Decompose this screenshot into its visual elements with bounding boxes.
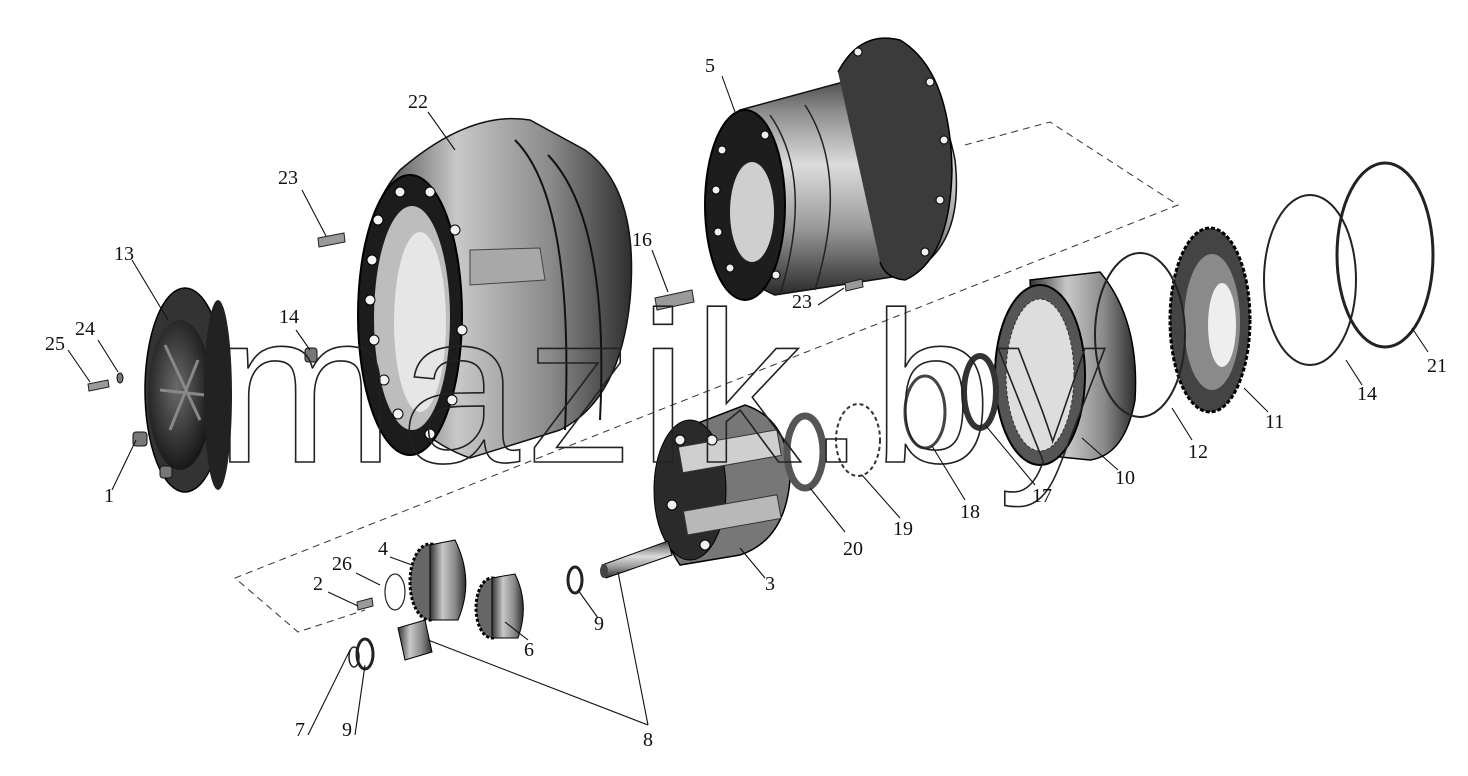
retaining-rings-parts-12-14-21 [1094, 161, 1435, 418]
planet-carrier-part-3 [653, 404, 791, 566]
callout-23a: 23 [278, 167, 298, 189]
planet-gear-part-4 [408, 539, 467, 622]
planet-gear-part-6 [474, 573, 524, 640]
callout-25: 25 [45, 333, 65, 355]
callout-5: 5 [705, 55, 715, 77]
callout-16: 16 [632, 229, 652, 251]
callout-12: 12 [1188, 441, 1208, 463]
callout-22: 22 [408, 91, 428, 113]
callout-21: 21 [1427, 355, 1447, 377]
callout-labels: 1 2 3 4 5 6 7 8 9 9 10 11 12 13 14 14 16… [45, 55, 1447, 751]
callout-18: 18 [960, 501, 980, 523]
spindle-sleeve-part-5 [704, 37, 958, 301]
callout-8: 8 [643, 729, 653, 751]
callout-14b: 14 [1357, 383, 1377, 405]
callout-10: 10 [1115, 467, 1135, 489]
callout-24: 24 [75, 318, 95, 340]
callout-6: 6 [524, 639, 534, 661]
callout-leader-lines [67, 75, 1429, 736]
callout-17: 17 [1032, 485, 1052, 507]
bolts-parts-2-16-23-25 [87, 232, 864, 611]
watermark-text: mazik.by [215, 267, 1111, 508]
callout-4: 4 [378, 538, 388, 560]
callout-9b: 9 [342, 719, 352, 741]
callout-14a: 14 [279, 306, 299, 328]
planet-axle-part-8 [600, 540, 673, 579]
hub-cover-part-13 [144, 287, 232, 493]
callout-1: 1 [104, 485, 114, 507]
gear-hub-part-11 [1168, 226, 1252, 414]
assembly-axis-dashed-frame [234, 121, 1180, 633]
callout-20: 20 [843, 538, 863, 560]
ring-gear-part-10 [994, 271, 1137, 466]
callout-2: 2 [313, 573, 323, 595]
bushings-parts-1-14-24 [116, 347, 318, 479]
callout-19: 19 [893, 518, 913, 540]
callout-11: 11 [1265, 411, 1284, 433]
callout-9a: 9 [594, 613, 604, 635]
hub-housing-part-22 [357, 117, 633, 459]
callout-23b: 23 [792, 291, 812, 313]
washers-parts-17-18-19-20 [783, 353, 999, 492]
callout-26: 26 [332, 553, 352, 575]
callout-3: 3 [765, 573, 775, 595]
small-rings-parts-7-9-26 [348, 565, 584, 671]
needle-bearing-part-8 [397, 619, 433, 661]
callout-13: 13 [114, 243, 134, 265]
callout-7: 7 [295, 719, 305, 741]
